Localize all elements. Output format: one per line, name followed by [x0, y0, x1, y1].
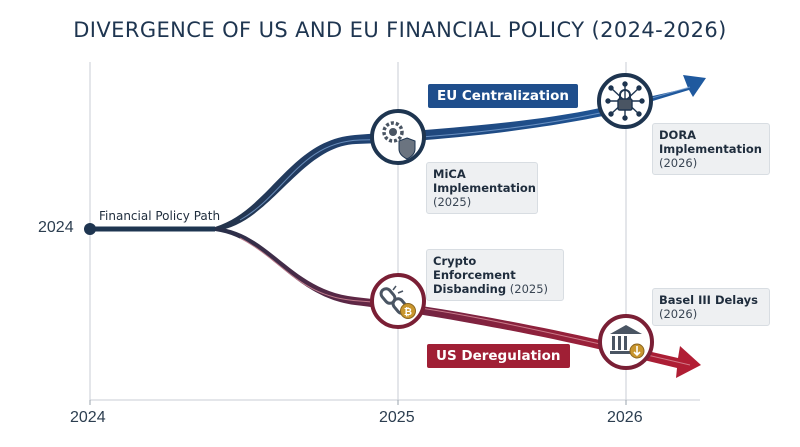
dora-title: DORA Implementation	[659, 128, 762, 156]
basel-year: (2026)	[659, 307, 698, 321]
mica-title: MiCA Implementation	[433, 167, 536, 195]
us-branch-path	[215, 227, 701, 378]
axis-tick-label-2024: 2024	[70, 409, 106, 426]
dora-callout: DORA Implementation (2026)	[652, 123, 770, 175]
crypto-node: ₿	[370, 273, 426, 329]
mica-node	[370, 109, 426, 165]
basel-title: Basel III Delays	[659, 293, 758, 307]
basel-callout: Basel III Delays (2026)	[652, 288, 770, 326]
crypto-title: Crypto Enforcement Disbanding	[433, 254, 516, 296]
page-title: DIVERGENCE OF US AND EU FINANCIAL POLICY…	[73, 18, 727, 42]
eu-branch-path	[215, 75, 706, 231]
axis-tick-label-2026: 2026	[607, 409, 643, 426]
crypto-year: (2025)	[509, 282, 549, 296]
mica-callout: MiCA Implementation (2025)	[426, 162, 538, 214]
basel-node	[598, 314, 654, 370]
mica-year: (2025)	[433, 195, 472, 209]
axis-tick-label-2025: 2025	[379, 409, 415, 426]
dora-year: (2026)	[659, 156, 698, 170]
crypto-callout: Crypto Enforcement Disbanding (2025)	[426, 249, 564, 301]
financial-policy-path-label: Financial Policy Path	[99, 209, 221, 223]
eu-centralization-banner: EU Centralization	[428, 84, 578, 108]
bank-down-arrow-icon	[610, 325, 645, 359]
us-deregulation-banner: US Deregulation	[427, 344, 570, 368]
broken-chain-bitcoin-icon: ₿	[379, 285, 416, 319]
dora-node	[597, 73, 653, 129]
network-lock-icon	[605, 81, 645, 121]
gear-shield-icon	[382, 121, 416, 160]
start-year-label: 2024	[38, 219, 74, 236]
start-dot	[84, 223, 96, 235]
svg-text:₿: ₿	[404, 306, 412, 318]
